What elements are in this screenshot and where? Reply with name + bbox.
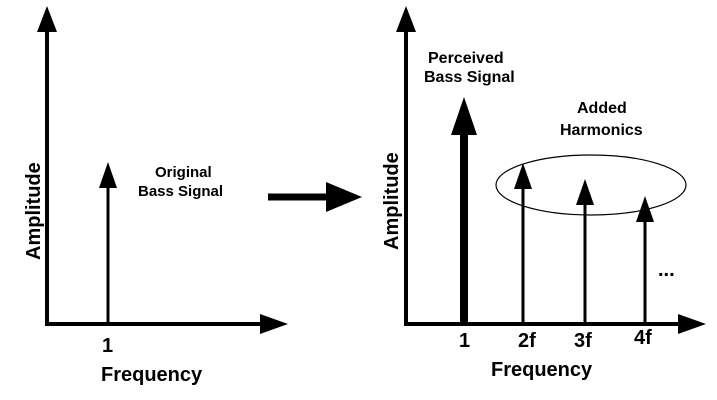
tick-label-4f: 4f	[634, 327, 652, 349]
perceived-bass-arrowhead	[451, 97, 477, 135]
added-label-line1: Added	[577, 100, 627, 117]
tick-label-3f: 3f	[574, 330, 592, 352]
transition-arrow-head	[326, 182, 362, 212]
left-bass-arrowhead	[99, 162, 117, 188]
left-panel: Amplitude Frequency 1 Original Bass Sign…	[23, 6, 288, 386]
transition-arrow	[268, 182, 362, 212]
left-x-axis-label: Frequency	[101, 364, 203, 386]
left-x-axis-arrowhead	[260, 314, 288, 334]
right-y-axis-arrowhead	[396, 6, 416, 32]
tick-label-2f: 2f	[518, 330, 536, 352]
perceived-label-line1: Perceived	[428, 50, 504, 67]
left-annotation-line1: Original	[155, 164, 212, 181]
left-tick-label: 1	[102, 335, 113, 357]
added-label-line2: Harmonics	[560, 122, 643, 139]
harmonic-arrowhead-2f	[514, 163, 532, 189]
perceived-label-line2: Bass Signal	[424, 69, 515, 86]
left-annotation-line2: Bass Signal	[138, 183, 223, 200]
tick-label-1: 1	[459, 330, 470, 352]
continuation-ellipsis: ...	[658, 259, 675, 281]
right-x-axis-arrowhead	[678, 314, 706, 334]
left-y-axis-arrowhead	[37, 6, 57, 32]
harmonic-arrowhead-3f	[576, 179, 594, 205]
right-panel: Amplitude Frequency 1 2f 3f 4f Perceived…	[381, 6, 706, 381]
right-x-axis-label: Frequency	[491, 359, 593, 381]
harmonic-arrowhead-4f	[636, 196, 654, 222]
harmonics-ellipse	[495, 154, 687, 216]
right-y-axis-label: Amplitude	[381, 152, 403, 250]
left-y-axis-label: Amplitude	[23, 162, 45, 260]
